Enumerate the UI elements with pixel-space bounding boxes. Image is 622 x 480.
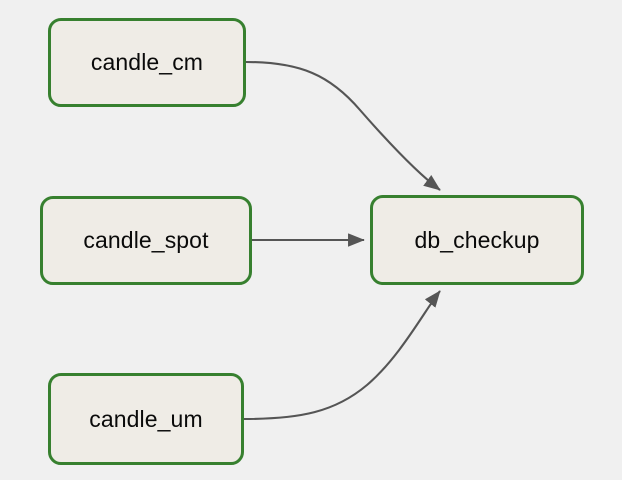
node-candle-um[interactable]: candle_um [48, 373, 244, 465]
node-label-candle-spot: candle_spot [83, 227, 209, 253]
node-label-candle-um: candle_um [89, 405, 203, 432]
edge-candle_cm-to-db_checkup [245, 60, 441, 191]
edge-candle_um-to-db_checkup [243, 290, 441, 421]
node-label-candle-cm: candle_cm [90, 49, 204, 75]
node-label-db-checkup: db_checkup [414, 226, 540, 253]
node-candle-spot[interactable]: candle_spot [40, 196, 252, 285]
node-db-checkup[interactable]: db_checkup [370, 195, 584, 285]
node-candle-cm[interactable]: candle_cm [48, 18, 246, 107]
